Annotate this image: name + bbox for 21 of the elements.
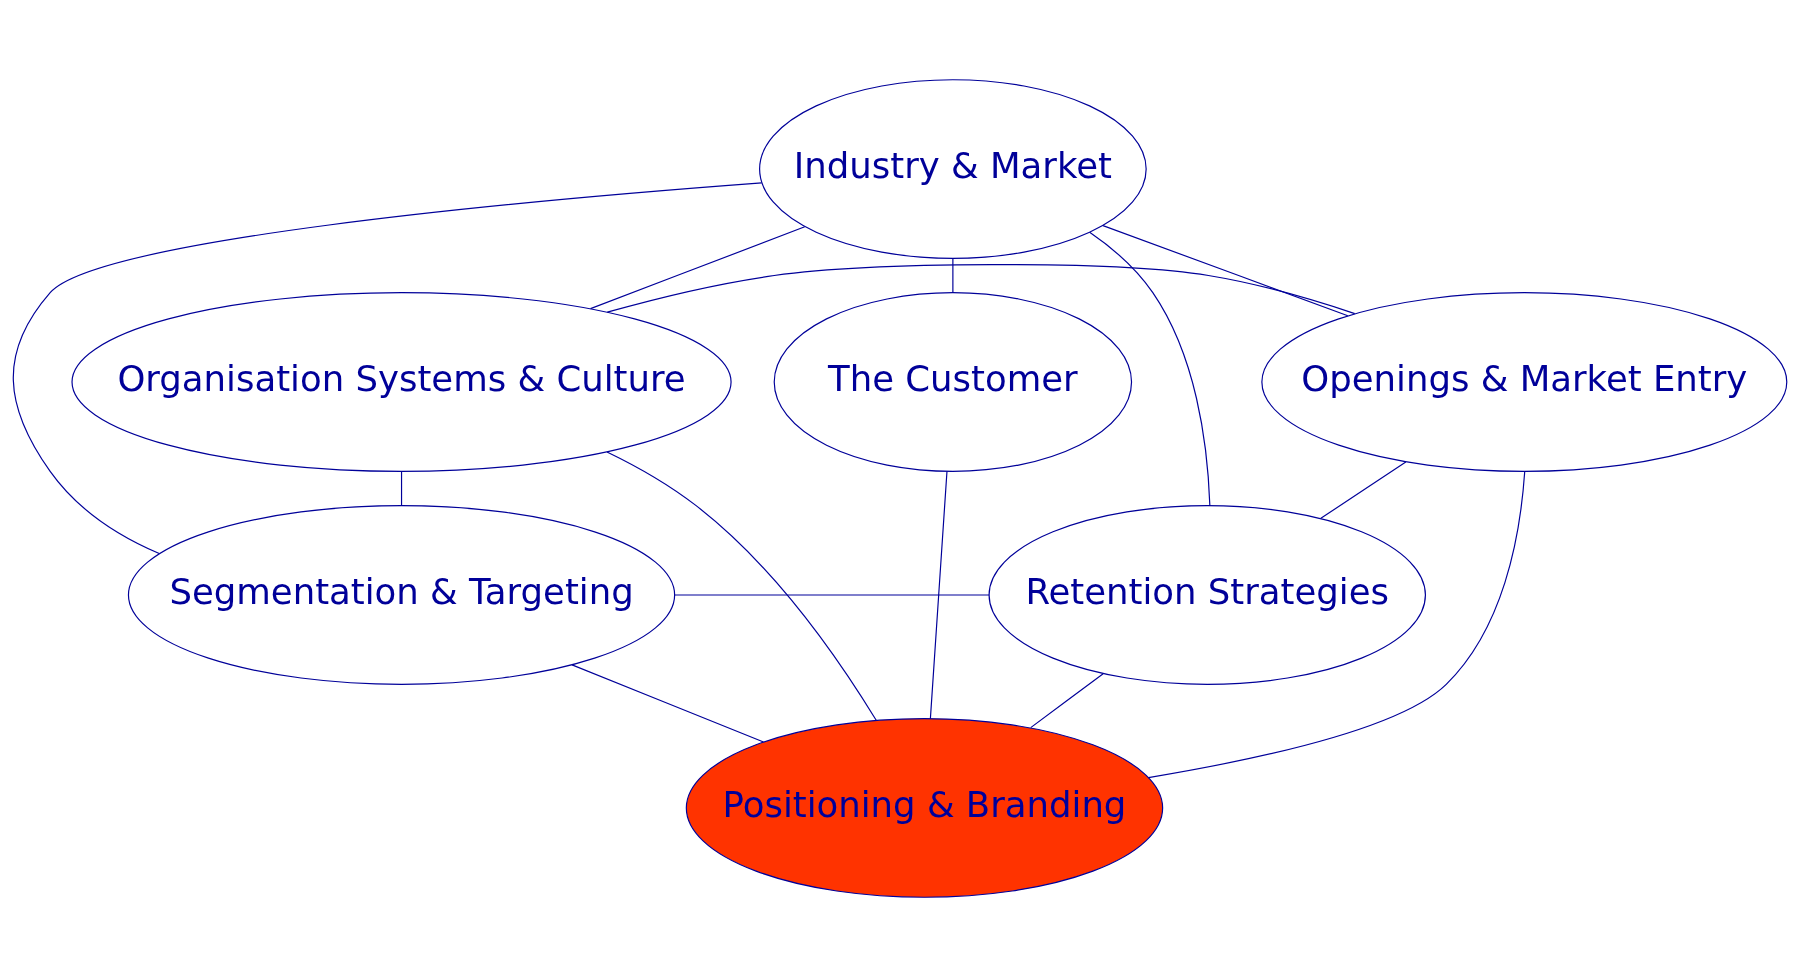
node-ellipse: Industry & Market xyxy=(759,78,1147,259)
node-ellipse: The Customer xyxy=(773,291,1133,472)
connector xyxy=(674,593,990,596)
connector xyxy=(606,450,877,721)
connector xyxy=(1102,224,1349,316)
connector xyxy=(952,257,954,293)
connector xyxy=(1030,672,1104,728)
connector xyxy=(571,663,765,743)
node-ellipse: Positioning & Branding xyxy=(685,717,1164,898)
connector xyxy=(1147,470,1526,778)
connector xyxy=(606,263,1356,314)
connector xyxy=(400,470,403,506)
connector xyxy=(12,181,763,554)
node-ellipse: Openings & Market Entry xyxy=(1261,291,1788,472)
connector xyxy=(929,470,948,719)
connector xyxy=(589,225,806,309)
connector xyxy=(1089,231,1211,506)
node-ellipse: Retention Strategies xyxy=(988,504,1426,685)
node-ellipse: Segmentation & Targeting xyxy=(127,504,676,685)
connector xyxy=(1320,460,1407,519)
node-ellipse: Organisation Systems & Culture xyxy=(71,291,732,472)
